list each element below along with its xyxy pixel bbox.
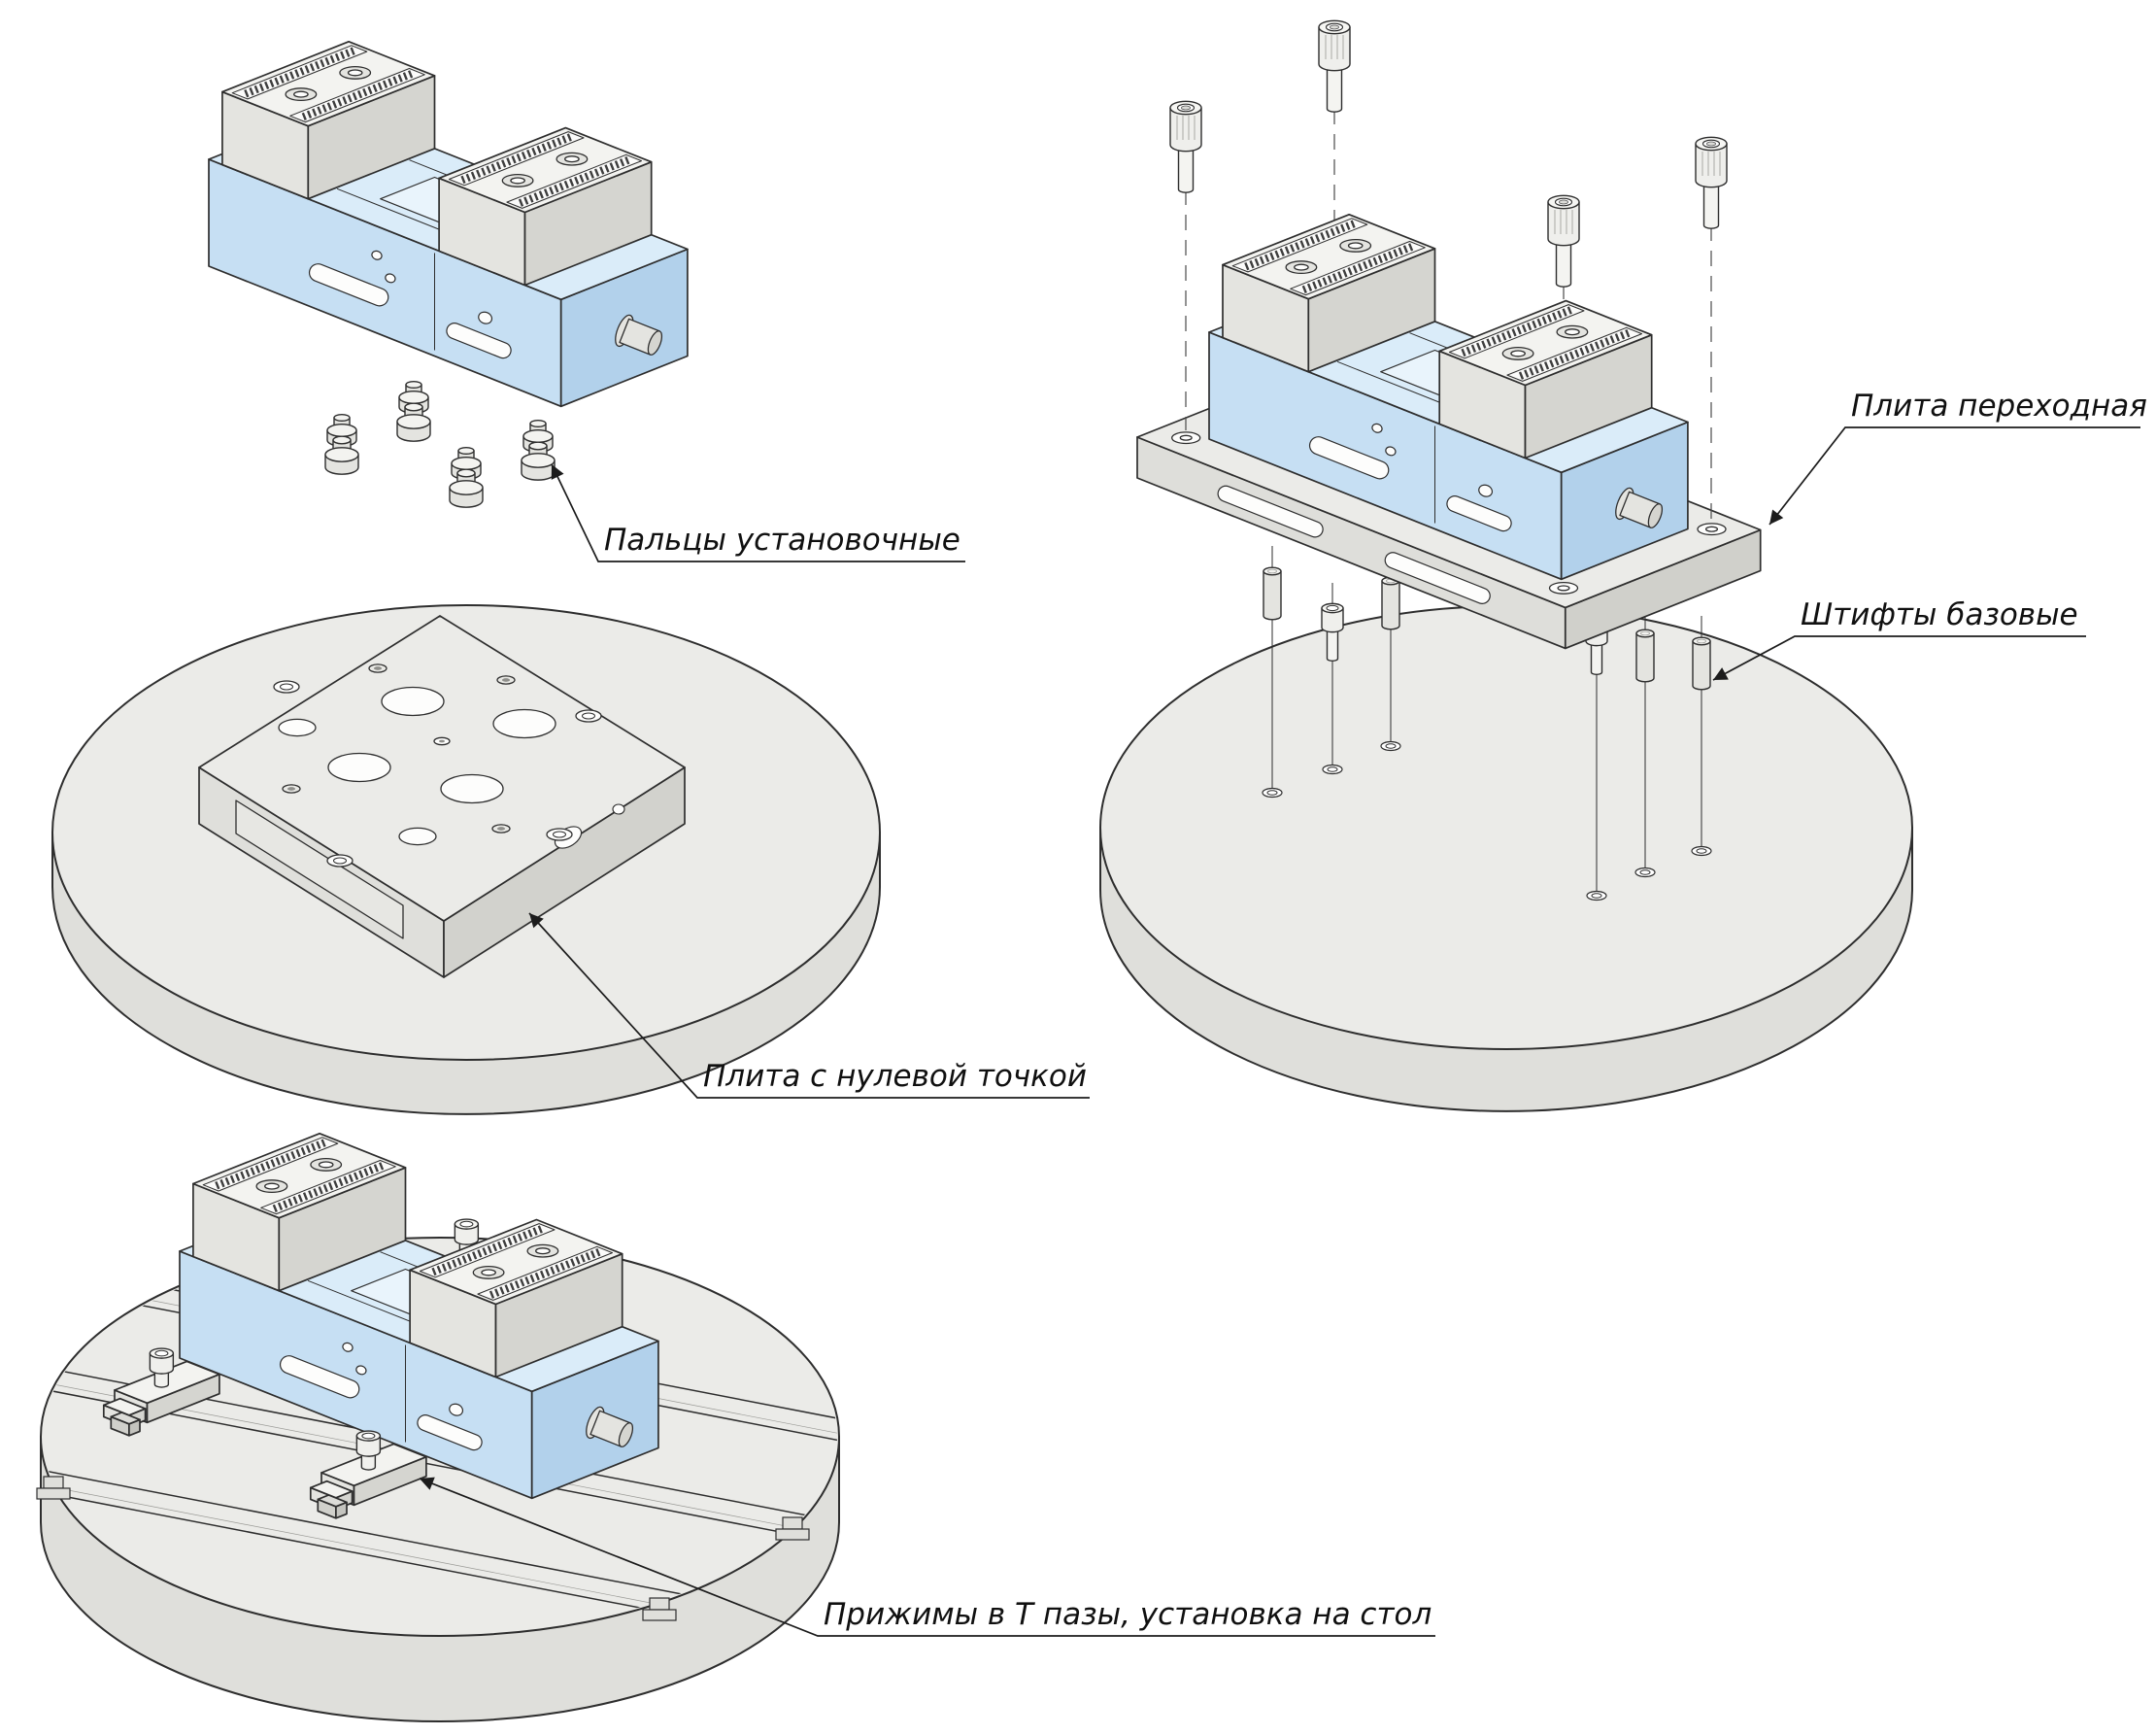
label-locating-pins: Пальцы установочные [604, 523, 960, 558]
label-base-pins: Штифты базовые [1801, 597, 2078, 632]
label-adapter-plate: Плита переходная [1851, 389, 2147, 424]
label-zero-point-plate: Плита с нулевой точкой [703, 1059, 1087, 1094]
leader-t-slot-clamps [419, 1477, 1435, 1637]
scene-zero-point-mounting [51, 40, 881, 1115]
vise-jaw [409, 1218, 623, 1378]
t-slot-notch [36, 1476, 71, 1500]
locating-pin [396, 380, 431, 442]
label-t-slot-clamps: Прижимы в Т пазы, установка на стол [824, 1597, 1432, 1632]
callout-zero-point-plate: Плита с нулевой точкой [528, 912, 1090, 1099]
t-slot-notch [642, 1597, 677, 1621]
cap-screw [1547, 194, 1580, 288]
mounting-hole [1586, 890, 1607, 902]
rotary-table [51, 604, 881, 1115]
rotary-table [1099, 605, 1913, 1112]
callout-labels: Пальцы установочные Плита с нулевой точк… [419, 389, 2147, 1637]
t-slot-notch [775, 1516, 810, 1541]
mounting-hole [1634, 867, 1656, 878]
leader-locating-pins [551, 463, 965, 562]
locating-pin [449, 446, 484, 508]
mounting-hole [1322, 764, 1343, 775]
mounting-hole [1380, 740, 1401, 752]
vise-spindle-icon [615, 314, 663, 356]
callout-adapter-plate: Плита переходная [1769, 389, 2147, 526]
machine-vise [208, 40, 689, 408]
locating-pin [521, 419, 556, 481]
vise-jaw [1222, 213, 1436, 373]
callout-t-slot-clamps: Прижимы в Т пазы, установка на стол [419, 1477, 1435, 1637]
cap-screw [1318, 19, 1351, 113]
vise-jaw [192, 1132, 407, 1292]
t-slot-clamp [309, 1430, 427, 1519]
base-pin [1381, 576, 1400, 630]
vise-jaw [1438, 299, 1653, 459]
callout-locating-pins: Пальцы установочные [551, 463, 965, 562]
base-pin [1635, 629, 1655, 683]
mounting-hole [1262, 787, 1283, 799]
base-pin [1263, 566, 1282, 621]
scene-t-slot-mounting [36, 1132, 840, 1722]
cap-screw [1695, 136, 1728, 229]
callout-base-pins: Штифты базовые [1712, 597, 2086, 681]
t-slot-clamp [102, 1347, 220, 1437]
leader-adapter-plate [1769, 426, 2140, 526]
mounting-hole [1691, 845, 1712, 857]
scene-adapter-plate-mounting [1099, 19, 1913, 1112]
machine-vise [179, 1132, 659, 1500]
locating-pin [324, 413, 359, 475]
machine-vise [1208, 213, 1689, 581]
vise-spindle-icon [586, 1406, 634, 1447]
vise-jaw [221, 40, 436, 200]
cap-screw [1169, 100, 1202, 193]
base-pin [1692, 636, 1711, 691]
vise-spindle-icon [1615, 487, 1664, 528]
vise-jaw [438, 126, 653, 287]
leader-base-pins [1712, 635, 2086, 681]
cap-screw [1321, 602, 1344, 662]
zero-point-plate [198, 615, 686, 978]
leader-zero-point-plate [528, 912, 1090, 1099]
